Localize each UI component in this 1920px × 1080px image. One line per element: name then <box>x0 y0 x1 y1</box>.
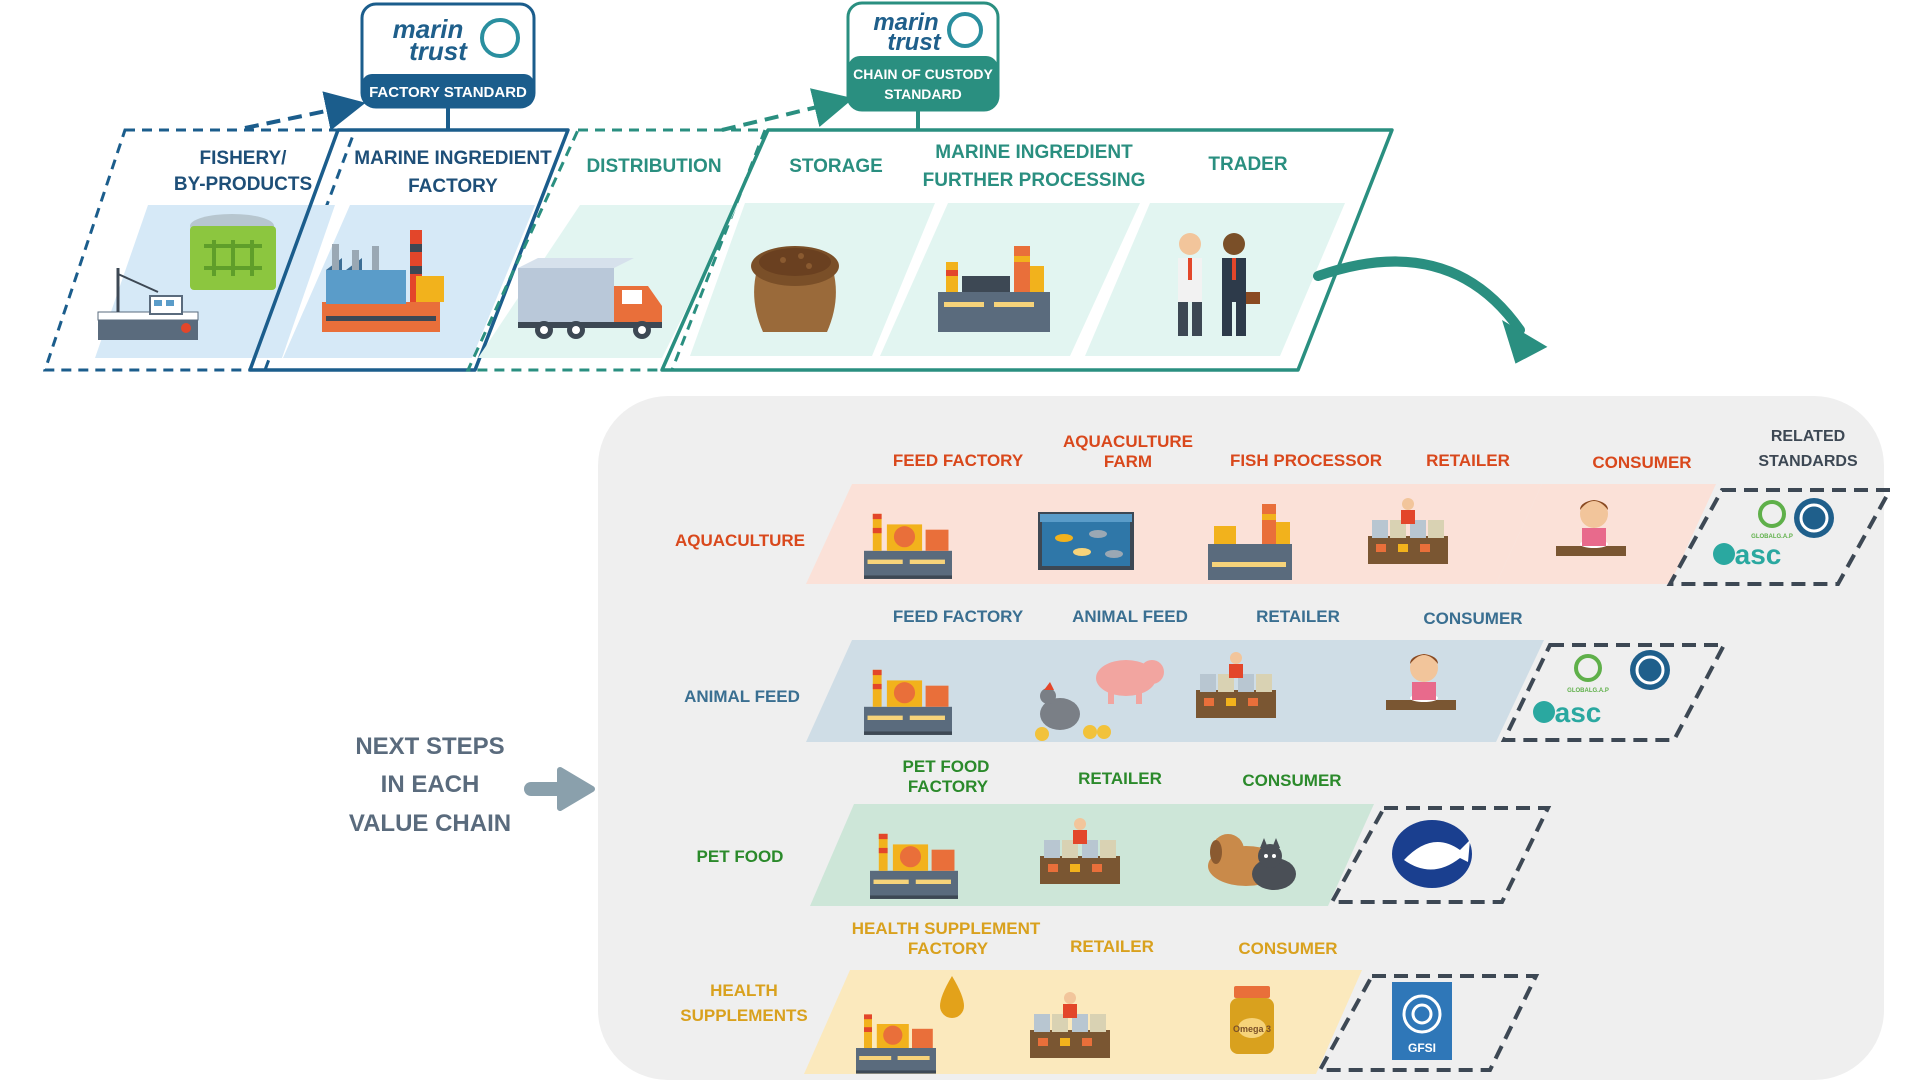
pet-food-standards-box <box>1328 806 1552 904</box>
health-label-2: SUPPLEMENTS <box>680 1006 808 1025</box>
further-processing-label-2: FURTHER PROCESSING <box>923 170 1146 191</box>
further-processing-label-1: MARINE INGREDIENT <box>935 142 1133 163</box>
sack-icon <box>751 246 839 332</box>
marintrust-factory-standard-logo: marin trust FACTORY STANDARD <box>360 2 536 109</box>
omega-text: Omega 3 <box>1233 1024 1271 1034</box>
next-steps-line3: VALUE CHAIN <box>349 810 511 837</box>
asc-text-2: asc <box>1555 697 1602 728</box>
aquaculture-step3-label: FISH PROCESSOR <box>1230 451 1382 470</box>
msc-logo <box>1392 820 1472 888</box>
marintrust-coc-logo: marin trust CHAIN OF CUSTODY STANDARD <box>846 1 1000 112</box>
health-label-1: HEALTH <box>710 981 778 1000</box>
coc-label-line1: CHAIN OF CUSTODY <box>853 66 993 82</box>
globalgap-logo: GLOBALG.A.P <box>1751 500 1793 540</box>
next-steps-line2: IN EACH <box>381 771 480 798</box>
truck-icon <box>518 258 662 339</box>
coc-logo-brand-line1: marin <box>873 9 938 36</box>
coc-logo-brand-line2: trust <box>887 29 941 56</box>
arrow-to-factory-logo <box>244 91 366 131</box>
animal-feed-step1-label: FEED FACTORY <box>893 607 1024 626</box>
arrow-to-coc-logo <box>721 88 854 132</box>
coc-label-line2: STANDARD <box>884 86 962 102</box>
related-standards-line2: STANDARDS <box>1758 453 1858 470</box>
health-step1-label1: HEALTH SUPPLEMENT <box>852 919 1041 938</box>
processing-plant-icon <box>938 246 1050 332</box>
curved-arrow-icon <box>1313 256 1525 335</box>
aquaculture-step1-label: FEED FACTORY <box>893 451 1024 470</box>
animal-feed-label: ANIMAL FEED <box>684 687 800 706</box>
supplement-bottle-icon: Omega 3 <box>1230 986 1274 1054</box>
aquaculture-step4-label: RETAILER <box>1426 451 1510 470</box>
right-arrow-icon <box>524 767 595 811</box>
oil-drop-icon <box>940 976 964 1018</box>
factory-label-1: MARINE INGREDIENT <box>354 148 552 169</box>
aquaculture-standards-box <box>1666 488 1894 586</box>
aquaculture-step5-label: CONSUMER <box>1592 453 1691 472</box>
fishery-outline <box>42 128 358 372</box>
aquaculture-step2-label1: AQUACULTURE <box>1063 432 1193 451</box>
factory-label-2: FACTORY <box>408 176 498 197</box>
pets-icon <box>1208 834 1296 890</box>
distribution-label: DISTRIBUTION <box>586 156 721 177</box>
pet-food-step2-label: RETAILER <box>1078 769 1162 788</box>
storage-label: STORAGE <box>789 156 883 177</box>
aquaculture-step2-label2: FARM <box>1104 452 1152 471</box>
animal-feed-step3-label: RETAILER <box>1256 607 1340 626</box>
fishery-label-1: FISHERY/ <box>200 148 288 169</box>
fish-processor-icon <box>1208 504 1292 580</box>
animal-feed-standards-box <box>1500 643 1728 742</box>
globalgap-text: GLOBALG.A.P <box>1751 534 1793 540</box>
factory-outline <box>248 128 570 372</box>
pet-food-step1-label2: FACTORY <box>908 777 989 796</box>
logo-brand-line1: marin <box>393 14 464 44</box>
pet-food-step1-label1: PET FOOD <box>903 757 990 776</box>
asc-text: asc <box>1735 539 1782 570</box>
health-standards-box <box>1316 974 1540 1072</box>
marintrust-badge-icon-2 <box>1630 650 1670 690</box>
fishing-boat-icon <box>97 268 199 340</box>
animal-feed-step2-label: ANIMAL FEED <box>1072 607 1188 626</box>
health-step2-label: RETAILER <box>1070 937 1154 956</box>
asc-logo: asc <box>1713 539 1781 570</box>
logo-brand-line2: trust <box>409 36 468 66</box>
next-steps-line1: NEXT STEPS <box>355 733 504 760</box>
related-standards-line1: RELATED <box>1771 428 1845 445</box>
fish-crate-icon <box>190 214 276 290</box>
marintrust-badge-icon <box>1794 498 1834 538</box>
health-step1-label2: FACTORY <box>908 939 989 958</box>
globalgap-logo-2: GLOBALG.A.P <box>1567 654 1609 694</box>
pet-food-step3-label: CONSUMER <box>1242 771 1341 790</box>
trader-panel <box>1085 203 1345 356</box>
asc-logo-2: asc <box>1533 697 1601 728</box>
health-step3-label: CONSUMER <box>1238 939 1337 958</box>
gfsi-text: GFSI <box>1408 1041 1436 1055</box>
aquarium-icon <box>1038 512 1134 570</box>
traders-icon <box>1178 233 1260 336</box>
aquaculture-panel-3 <box>1150 484 1370 584</box>
aquaculture-label: AQUACULTURE <box>675 531 805 550</box>
fishery-label-2: BY-PRODUCTS <box>174 174 312 195</box>
gfsi-logo: GFSI <box>1392 982 1452 1060</box>
pet-food-label: PET FOOD <box>697 847 784 866</box>
globalgap-text-2: GLOBALG.A.P <box>1567 688 1609 694</box>
factory-icon <box>322 230 444 332</box>
trader-label: TRADER <box>1208 154 1287 175</box>
factory-standard-label: FACTORY STANDARD <box>369 84 527 101</box>
coc-outline <box>660 128 1394 372</box>
animal-feed-step4-label: CONSUMER <box>1423 609 1522 628</box>
livestock-icon <box>1035 660 1164 741</box>
